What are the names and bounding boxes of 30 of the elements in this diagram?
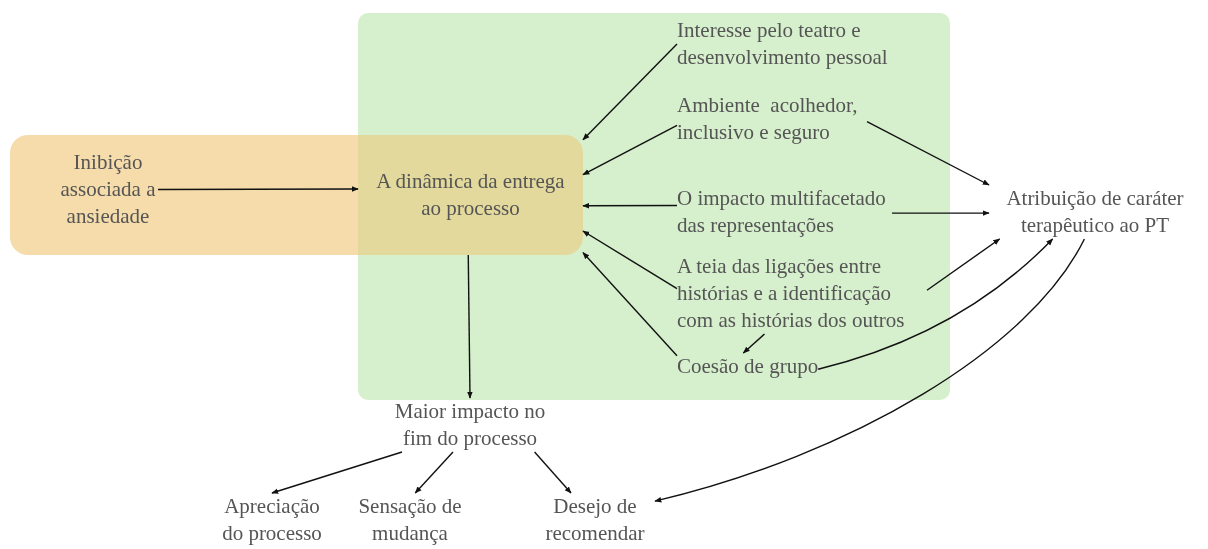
arrow	[654, 238, 1086, 503]
arrow	[157, 186, 359, 192]
arrow	[926, 238, 1001, 291]
concept-text: Atribuição de caráter terapêutico ao PT	[989, 185, 1201, 239]
concept-text: Ambiente acolhedor, inclusivo e seguro	[677, 92, 867, 146]
concept-text: Interesse pelo teatro e desenvolvimento pessoal	[677, 17, 932, 71]
arrow	[582, 203, 678, 209]
arrow	[582, 230, 678, 290]
concept-text: Sensação de mudança	[357, 493, 463, 547]
group-panel	[358, 13, 950, 400]
concept-text: A teia das ligações entre histórias e a identificação com as histórias dos outros	[677, 253, 927, 334]
concept-text: Apreciação do processo	[219, 493, 325, 547]
arrow	[891, 210, 990, 216]
arrow	[866, 121, 990, 186]
arrow	[582, 251, 678, 357]
category-panel	[10, 135, 358, 255]
arrow	[582, 43, 678, 141]
concept-text: O impacto multifacetado das representações	[677, 185, 892, 239]
concept-text: Maior impacto no fim do processo	[385, 398, 555, 452]
arrow	[467, 254, 473, 399]
concept-box: A dinâmica da entrega ao processo	[358, 135, 583, 255]
concept-text: Coesão de grupo	[677, 353, 819, 380]
arrow	[582, 124, 678, 176]
arrow	[817, 238, 1054, 370]
concept-text: Desejo de recomendar	[535, 493, 655, 547]
category-label: Inibição associada a ansiedade	[59, 149, 157, 230]
arrow	[414, 451, 454, 494]
arrow	[533, 451, 572, 494]
arrow	[271, 451, 403, 494]
arrow	[742, 333, 766, 354]
